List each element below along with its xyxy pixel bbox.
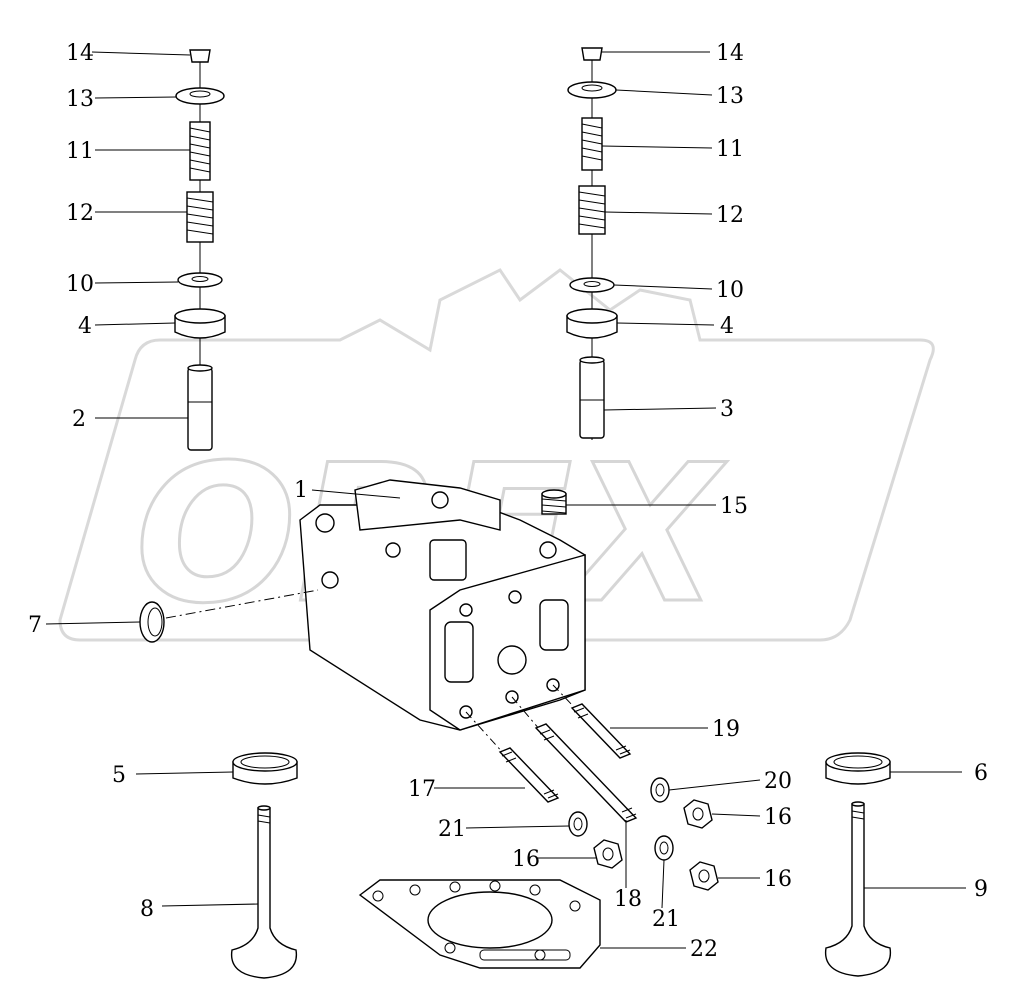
callout-16-b: 16	[512, 847, 540, 872]
valve-cotter-left	[189, 49, 211, 63]
callout-9: 9	[974, 877, 988, 902]
threaded-plug	[541, 489, 567, 515]
spring-retainer-right	[567, 81, 617, 99]
left-valve-stack	[174, 49, 226, 451]
callout-22: 22	[690, 937, 718, 962]
intake-valve	[230, 805, 298, 979]
nut-16b	[593, 839, 623, 869]
washer-20	[650, 777, 670, 803]
callout-15: 15	[720, 494, 748, 519]
leader-lines	[45, 51, 966, 949]
callout-4-left: 4	[78, 314, 92, 339]
stud-19	[552, 684, 632, 759]
callout-12-right: 12	[716, 203, 744, 228]
head-gasket	[358, 879, 601, 969]
callout-10-left: 10	[66, 272, 94, 297]
callout-11-left: 11	[66, 139, 94, 164]
port-right	[539, 599, 569, 651]
callout-5: 5	[112, 763, 126, 788]
callout-3: 3	[720, 397, 734, 422]
valve-seat-insert-right	[825, 752, 891, 785]
right-valve-stack	[541, 47, 618, 515]
callout-18: 18	[614, 887, 642, 912]
callout-10-right: 10	[716, 278, 744, 303]
callout-2: 2	[72, 407, 86, 432]
valve-seat-insert-left	[232, 752, 298, 785]
outer-spring-right	[578, 185, 606, 235]
valve-stem-seal-right	[566, 308, 618, 339]
inner-spring-right	[581, 117, 603, 171]
callout-16-a: 16	[764, 805, 792, 830]
callout-19: 19	[712, 717, 740, 742]
washer-21b	[654, 835, 674, 861]
callout-4-right: 4	[720, 314, 734, 339]
callout-21-a: 21	[438, 817, 466, 842]
inner-spring-left	[189, 121, 211, 181]
callout-14-left: 14	[66, 41, 94, 66]
callout-6: 6	[974, 761, 988, 786]
callout-8: 8	[140, 897, 154, 922]
callout-17: 17	[408, 777, 436, 802]
callout-13-left: 13	[66, 87, 94, 112]
spring-seat-washer-left	[177, 272, 223, 288]
callout-12-left: 12	[66, 201, 94, 226]
callout-labels: 14 13 11 12 10 4 2 1 7 5 8 14 13 11 12 1…	[28, 41, 988, 962]
outer-spring-left	[186, 191, 214, 243]
valve-stem-seal-left	[174, 308, 226, 339]
cylinder-head	[299, 479, 586, 731]
valve-guide-left	[187, 364, 213, 451]
callout-7: 7	[28, 613, 42, 638]
nut-16c	[689, 861, 719, 891]
spring-seat-washer-right	[569, 277, 615, 293]
stud-17	[465, 711, 560, 803]
callout-14-right: 14	[716, 41, 744, 66]
callout-1: 1	[294, 478, 308, 503]
callout-16-c: 16	[764, 867, 792, 892]
callout-13-right: 13	[716, 84, 744, 109]
exhaust-valve	[824, 801, 892, 977]
spring-retainer-left	[175, 87, 225, 105]
valve-guide-right	[579, 356, 605, 439]
valve-cotter-right	[581, 47, 603, 61]
callout-20: 20	[764, 769, 792, 794]
callout-21-b: 21	[652, 907, 680, 932]
washer-21a	[568, 811, 588, 837]
callout-11-right: 11	[716, 137, 744, 162]
stud-18	[511, 696, 638, 823]
nut-16a	[683, 799, 713, 829]
port-left	[444, 621, 474, 683]
